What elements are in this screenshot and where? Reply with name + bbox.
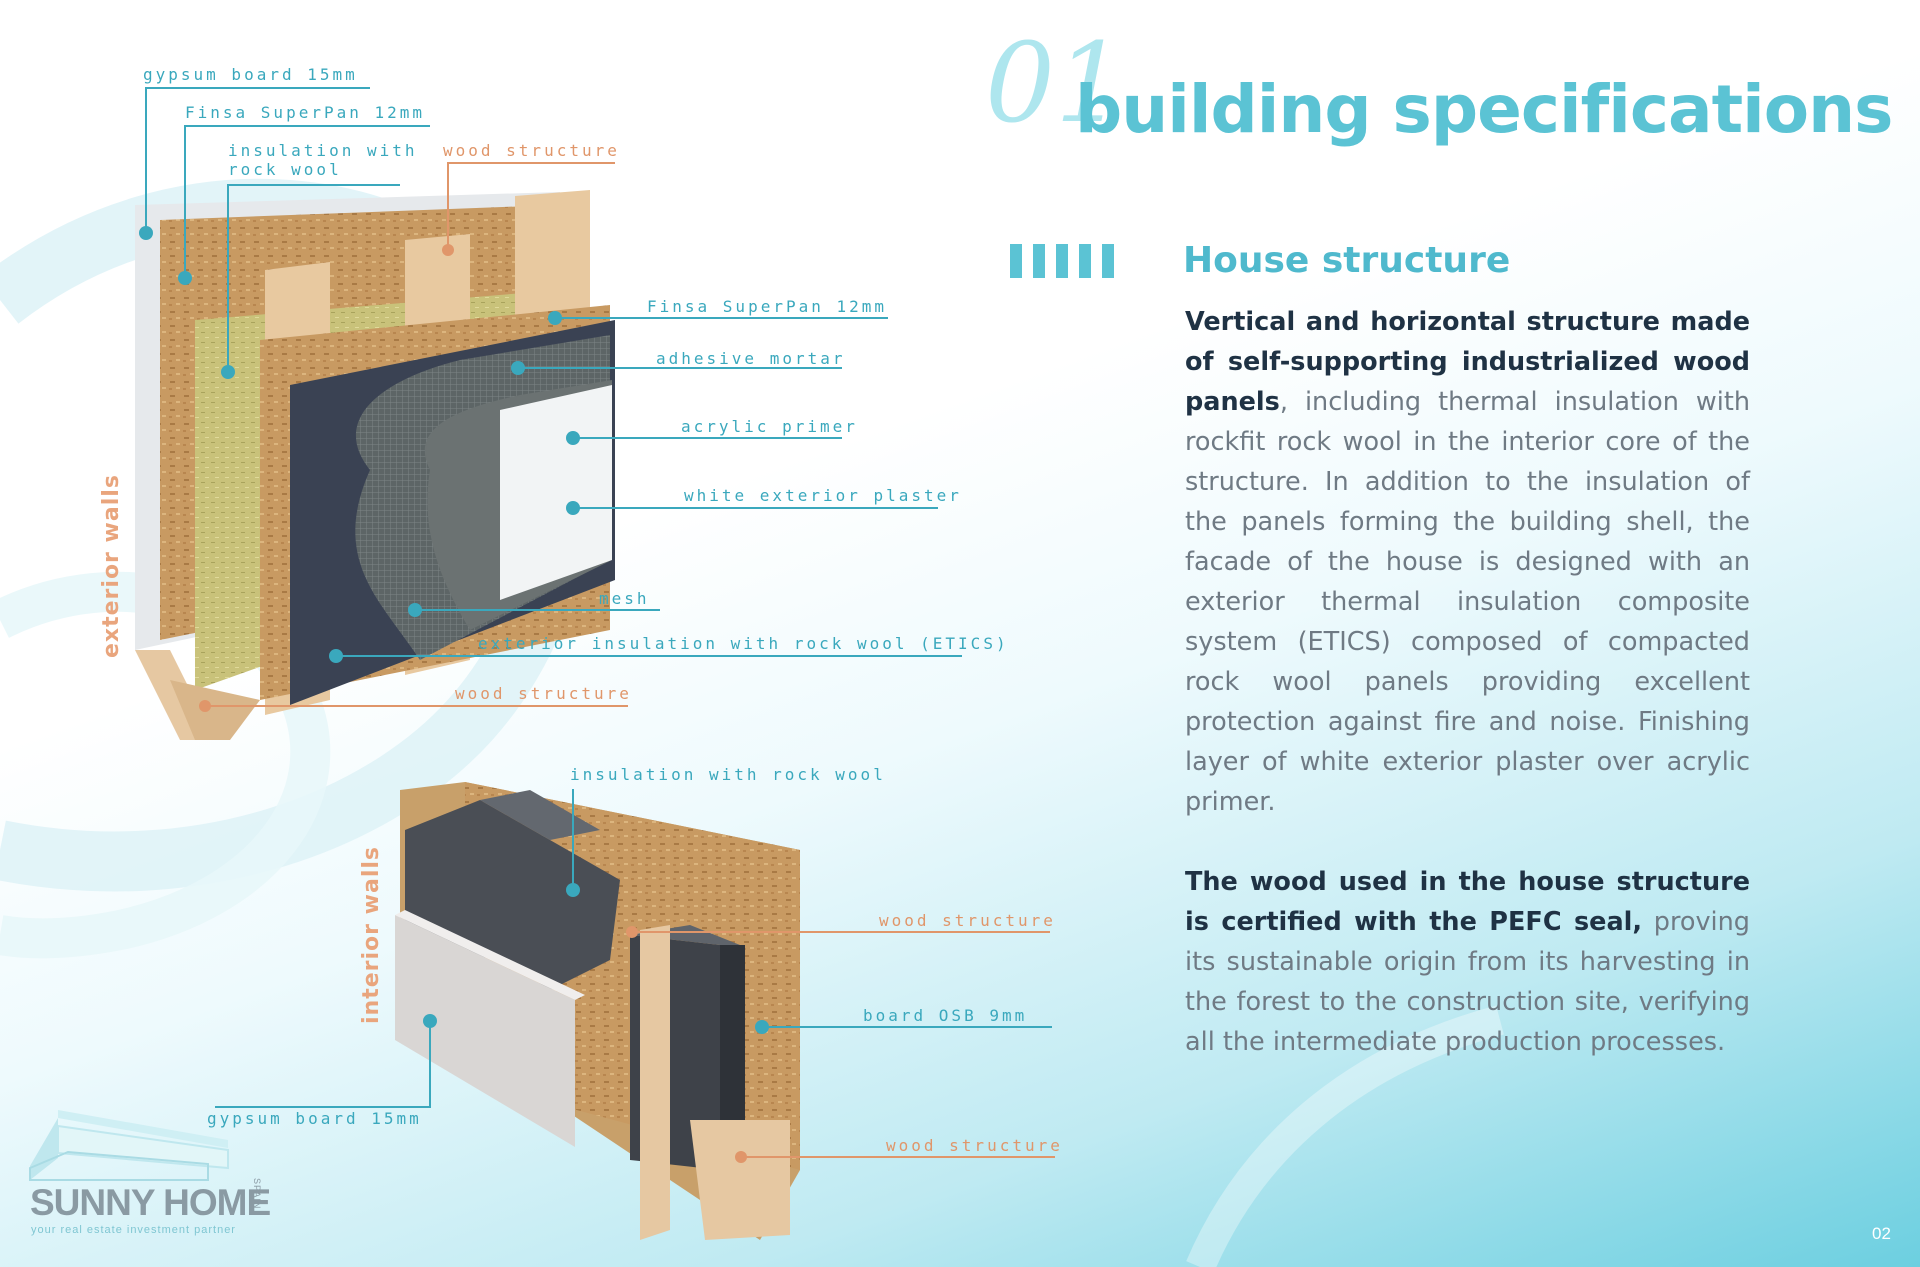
title-text: building specifications	[1075, 71, 1893, 148]
label-gypsum-interior: gypsum board 15mm	[207, 1109, 422, 1128]
label-insulation-line1: insulation with	[228, 141, 418, 160]
wall-diagrams: gypsum board 15mm Finsa SuperPan 12mm in…	[99, 65, 1063, 1240]
label-exterior-walls: exterior walls	[99, 474, 124, 658]
section-bars-decoration	[1010, 244, 1114, 278]
page-number: 02	[1872, 1224, 1891, 1243]
label-mesh: mesh	[599, 589, 650, 608]
label-white-exterior-plaster: white exterior plaster	[684, 486, 962, 505]
logo-house-icon	[29, 1110, 229, 1181]
label-board-osb: board OSB 9mm	[863, 1006, 1027, 1025]
label-interior-walls: interior walls	[359, 846, 384, 1024]
label-insulation-line2: rock wool	[228, 160, 342, 179]
section-heading: House structure	[1183, 240, 1511, 281]
interior-wall-illustration	[395, 782, 800, 1240]
body-text: Vertical and horizontal structure made o…	[1185, 302, 1750, 1102]
logo-country: SPAIN	[252, 1178, 262, 1210]
logo-tagline: your real estate investment partner	[31, 1224, 236, 1236]
label-wood-structure-interior: wood structure	[879, 911, 1056, 930]
sunny-home-logo: SUNNY HOME SPAIN your real estate invest…	[28, 1108, 288, 1238]
paragraph-1: Vertical and horizontal structure made o…	[1185, 302, 1750, 822]
logo-name: SUNNY HOME	[30, 1182, 271, 1223]
title-number: 01	[985, 19, 1125, 147]
label-etics: exterior insulation with rock wool (ETIC…	[478, 634, 1009, 653]
label-finsa-right: Finsa SuperPan 12mm	[647, 297, 887, 316]
paragraph-2-text: proving its sustainable origin from its …	[1185, 907, 1750, 1057]
label-wood-structure-bottom: wood structure	[455, 684, 632, 703]
label-insulation-interior: insulation with rock wool	[570, 765, 886, 784]
label-gypsum-board: gypsum board 15mm	[143, 65, 358, 84]
label-acrylic-primer: acrylic primer	[681, 417, 858, 436]
exterior-wall-illustration	[135, 190, 615, 740]
paragraph-1-text: , including thermal insulation with rock…	[1185, 387, 1750, 817]
label-finsa-top: Finsa SuperPan 12mm	[185, 103, 425, 122]
label-adhesive-mortar: adhesive mortar	[656, 349, 846, 368]
paragraph-2: The wood used in the house structure is …	[1185, 862, 1750, 1062]
label-wood-structure-top: wood structure	[443, 141, 620, 160]
label-wood-structure-interior-bottom: wood structure	[886, 1136, 1063, 1155]
paragraph-2-bold: The wood used in the house structure is …	[1185, 867, 1750, 937]
page-title: 01 building specifications	[985, 19, 1893, 160]
paragraph-1-bold: Vertical and horizontal structure made o…	[1185, 307, 1750, 417]
